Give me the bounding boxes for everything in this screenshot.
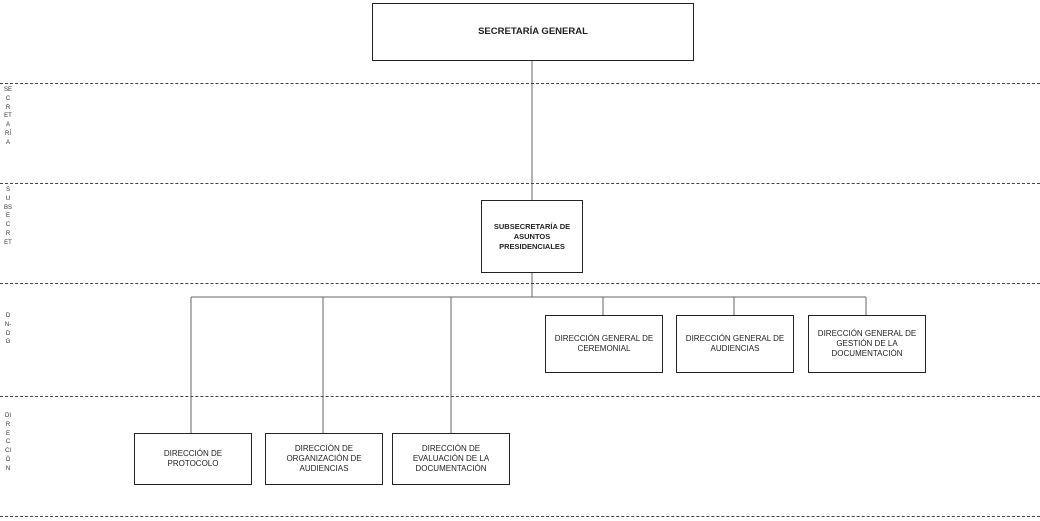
level-label-secretaria: SECRETARÍA [4, 87, 13, 146]
level-label-direccion: DIRECCIÓN [5, 413, 11, 472]
level-separator [0, 283, 1040, 284]
dg-audiencias-box[interactable]: DIRECCIÓN GENERAL DE AUDIENCIAS [676, 315, 794, 373]
dg-ceremonial-box[interactable]: DIRECCIÓN GENERAL DE CEREMONIAL [545, 315, 663, 373]
direccion-evaluacion-documentacion-box[interactable]: DIRECCIÓN DE EVALUACIÓN DE LA DOCUMENTAC… [392, 433, 510, 485]
direccion-organizacion-audiencias-box[interactable]: DIRECCIÓN DE ORGANIZACIÓN DE AUDIENCIAS [265, 433, 383, 485]
level-separator [0, 516, 1040, 517]
level-separator [0, 83, 1040, 84]
level-label-dn-dg: DN-DG [4, 313, 12, 346]
direccion-protocolo-box[interactable]: DIRECCIÓN DE PROTOCOLO [134, 433, 252, 485]
dg-gestion-documentacion-box[interactable]: DIRECCIÓN GENERAL DE GESTIÓN DE LA DOCUM… [808, 315, 926, 373]
subsecretaria-asuntos-presidenciales-box[interactable]: SUBSECRETARÍA DE ASUNTOS PRESIDENCIALES [481, 200, 583, 273]
secretaria-general-box[interactable]: SECRETARÍA GENERAL [372, 3, 694, 61]
level-separator [0, 396, 1040, 397]
level-separator [0, 183, 1040, 184]
level-label-subsecretaria: SUBSECRET [4, 187, 13, 246]
